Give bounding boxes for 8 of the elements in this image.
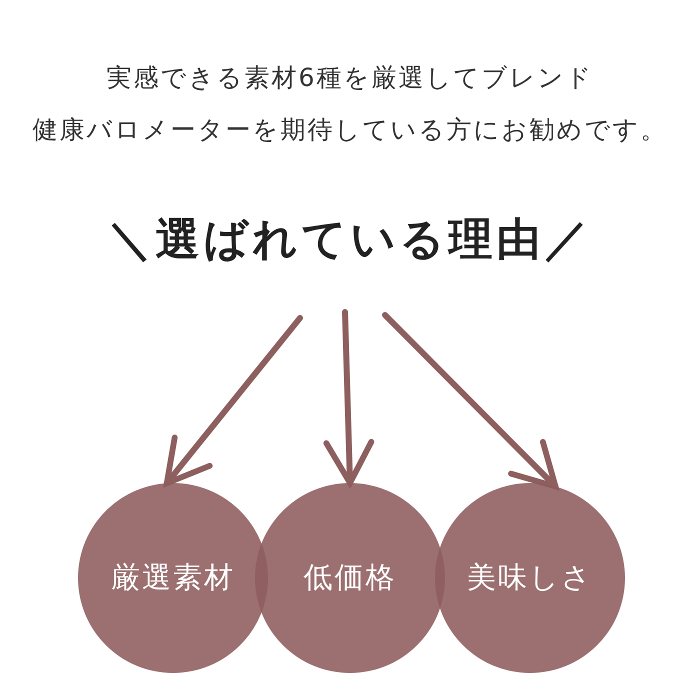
intro-text: 健康バロメーターを期待している方にお勧めです。	[32, 114, 668, 146]
arrow	[323, 309, 374, 486]
intro-text: 実感できる素材6種を厳選してブレンド	[106, 62, 594, 94]
circle-label: 厳選素材	[111, 559, 235, 596]
circle-label: 美味しさ	[467, 559, 593, 596]
circle-label: 低価格	[304, 559, 396, 596]
heading: ＼選ばれている理由／	[106, 213, 594, 267]
arrow	[382, 312, 558, 490]
